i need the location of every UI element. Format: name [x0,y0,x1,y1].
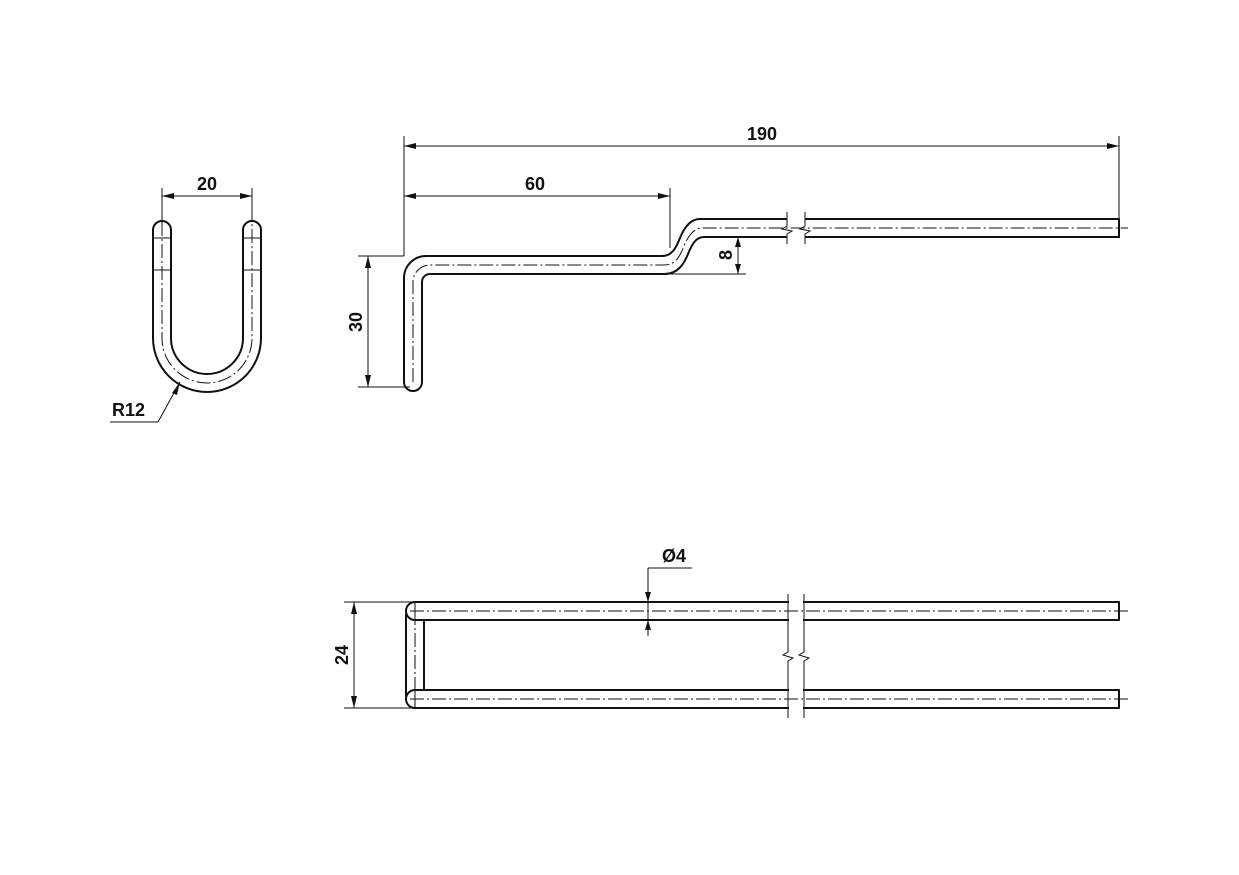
dim-190-arrow-right [1107,143,1119,149]
dim-r12-arrow [172,382,180,395]
end-view-outline [152,220,262,393]
dim-20-arrow-right [240,193,252,199]
dim-d4-label: Ø4 [662,546,686,566]
side-view-end-cap [403,381,423,392]
dim-190-label: 190 [747,124,777,144]
end-view: 20 R12 [110,174,262,423]
dim-8-arrow-bottom [735,264,741,274]
dim-30-arrow-top [365,256,371,268]
dim-d4-arrow-bottom [645,620,651,630]
dim-24-arrow-top [351,602,357,614]
dim-20-label: 20 [197,174,217,194]
top-view: 24 Ø4 [332,546,1128,718]
dim-30-arrow-bottom [365,375,371,387]
side-view-centerline [412,227,1128,382]
top-view-break-right [797,594,811,718]
dim-8-arrow-top [735,237,741,247]
dim-24-arrow-bottom [351,696,357,708]
dim-24-label: 24 [332,645,352,665]
dim-60-arrow-left [404,193,416,199]
side-view-outline-lower [421,236,787,383]
dim-190-arrow-left [404,143,416,149]
dim-60-label: 60 [525,174,545,194]
side-view-outline-upper [403,218,787,383]
dim-d4-arrow-top [645,592,651,602]
top-view-break-left [781,594,795,718]
dim-r12-label: R12 [112,400,145,420]
dim-60-arrow-right [658,193,670,199]
end-view-centerline [161,222,253,384]
side-view: 190 60 30 8 [346,124,1128,392]
side-view-break-right [798,212,812,244]
dim-8-label: 8 [716,250,736,260]
top-view-break-gap [789,596,803,714]
dim-20-arrow-left [162,193,174,199]
dim-30-label: 30 [346,312,366,332]
side-view-break-left [780,212,794,244]
